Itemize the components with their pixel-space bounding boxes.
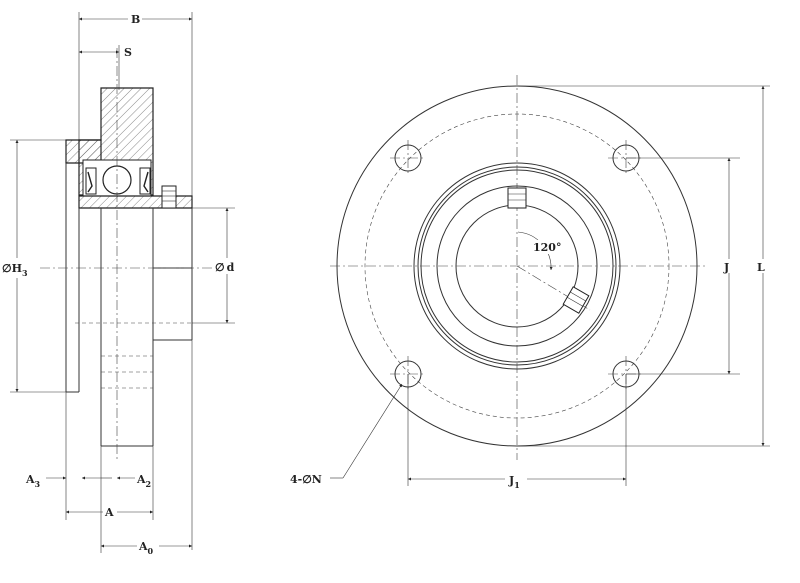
label-n: 4-∅N — [290, 473, 322, 486]
label-a: A — [104, 506, 114, 519]
front-view: 120° J L J1 4-∅N — [290, 75, 770, 490]
label-d: ∅d — [215, 261, 235, 274]
label-j1: J1 — [508, 474, 520, 490]
label-a0: A0 — [138, 540, 154, 556]
label-b: B — [131, 13, 140, 26]
label-j: J — [723, 261, 729, 274]
label-a2: A2 — [136, 473, 151, 489]
label-s: S — [124, 46, 132, 59]
label-a3: A3 — [25, 473, 41, 489]
label-h3: ∅H3 — [2, 262, 28, 278]
label-angle: 120° — [533, 241, 561, 254]
side-view: B S ∅H3 ∅d A3 A2 A A0 — [2, 12, 240, 556]
set-screw-top — [507, 187, 527, 209]
label-l: L — [757, 261, 765, 274]
set-screw-angled — [562, 286, 590, 314]
bolt-hole-top-left — [390, 140, 426, 176]
